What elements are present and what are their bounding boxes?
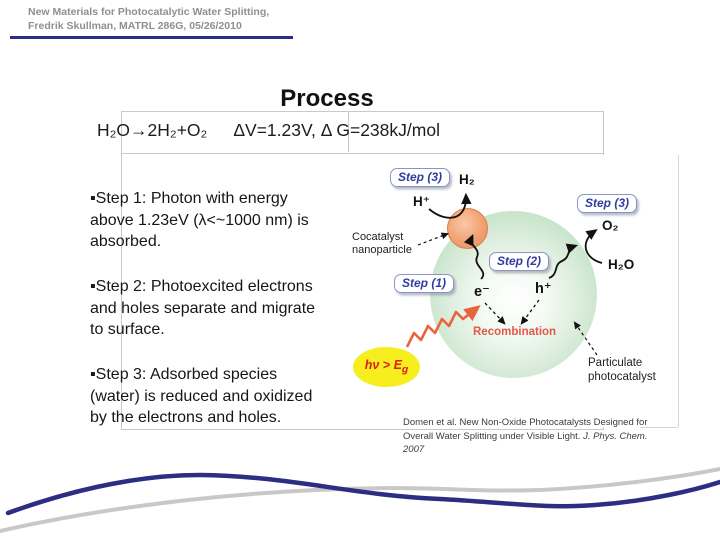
cocatalyst-annotation-line: Cocatalyst (352, 231, 404, 243)
bullet-step-2: ▪Step 2: Photoexcited electrons and hole… (90, 276, 362, 341)
h2o-label: H₂O (608, 257, 635, 272)
cocatalyst-annotation: Cocatalyst nanoparticle (352, 231, 412, 257)
bullet-step-1: ▪Step 1: Photon with energy above 1.23eV… (90, 188, 362, 253)
hole-migration-wavy-arrow (548, 243, 579, 279)
cocatalyst-annotation-line: nanoparticle (352, 244, 412, 256)
bullet-line: ▪Step 2: Photoexcited electrons (90, 278, 313, 295)
step-2-badge: Step (2) (489, 252, 550, 271)
recombination-label: Recombination (473, 326, 557, 338)
bullet-line: ▪Step 3: Adsorbed species (90, 366, 278, 383)
bullet-line: ▪Step 1: Photon with energy (90, 190, 288, 207)
header-line-1: New Materials for Photocatalytic Water S… (28, 6, 270, 18)
particulate-pointer-dashed-arrow (573, 321, 598, 356)
bullet-line: above 1.23eV (λ<~1000 nm) is (90, 211, 309, 229)
step-3-badge-left: Step (3) (390, 168, 451, 187)
o2-label: O₂ (602, 218, 619, 233)
slide-header: New Materials for Photocatalytic Water S… (28, 5, 269, 33)
bullet-line: to surface. (90, 321, 165, 338)
equation-reaction: H₂O→2H₂+O₂ (97, 120, 208, 140)
equation-box-frame (121, 111, 604, 154)
equation-box-divider-line (348, 112, 349, 152)
photon-energy-ellipse: hν > Eg (353, 347, 420, 387)
bullet-line: absorbed. (90, 233, 162, 250)
citation-journal: J. Phys. Chem. 2007 (403, 430, 648, 456)
figure-border-corner (640, 427, 678, 428)
header-line-2: Fredrik Skullman, MATRL 286G, 05/26/2010 (28, 20, 242, 32)
electron-label: e⁻ (474, 284, 490, 300)
h2-label: H₂ (459, 172, 475, 187)
step-1-badge: Step (1) (394, 274, 455, 293)
photon-energy-label: hν > Eg (364, 358, 409, 376)
bullet-line: by the electrons and holes. (90, 409, 282, 426)
figure-arrows-layer (405, 192, 603, 356)
cocatalyst-pointer-dashed-arrow (417, 232, 450, 246)
equation-thermo: ΔV=1.23V, Δ G=238kJ/mol (233, 120, 440, 140)
hole-label: h⁺ (535, 281, 552, 297)
particulate-annotation-line: photocatalyst (588, 371, 656, 383)
footer-wave-navy (5, 472, 720, 516)
particulate-annotation-line: Particulate (588, 357, 643, 369)
citation: Domen et al. New Non-Oxide Photocatalyst… (403, 416, 655, 457)
electron-recombination-dashed-arrow (484, 302, 506, 325)
step-3-badge-right: Step (3) (577, 194, 638, 213)
page-title: Process (280, 85, 374, 112)
header-divider-rule (10, 36, 293, 39)
hole-recombination-dashed-arrow (520, 299, 540, 325)
bullet-line: and holes separate and migrate (90, 299, 316, 317)
particulate-annotation: Particulate photocatalyst (588, 356, 656, 384)
h-plus-label: H⁺ (413, 194, 430, 209)
bullet-step-3: ▪Step 3: Adsorbed species (water) is red… (90, 364, 362, 429)
o2-evolution-arrow (584, 229, 603, 264)
equation: H₂O→2H₂+O₂ ΔV=1.23V, Δ G=238kJ/mol (97, 120, 440, 141)
electron-migration-wavy-arrow (463, 234, 485, 280)
h2-evolution-arrow (428, 192, 472, 219)
photon-zigzag-arrow (405, 305, 481, 348)
footer-wave-gray (0, 467, 720, 533)
bullet-line: (water) is reduced and oxidized (90, 387, 313, 405)
citation-text: Domen et al. New Non-Oxide Photocatalyst… (403, 417, 648, 442)
footer-wave-decoration (0, 467, 720, 533)
